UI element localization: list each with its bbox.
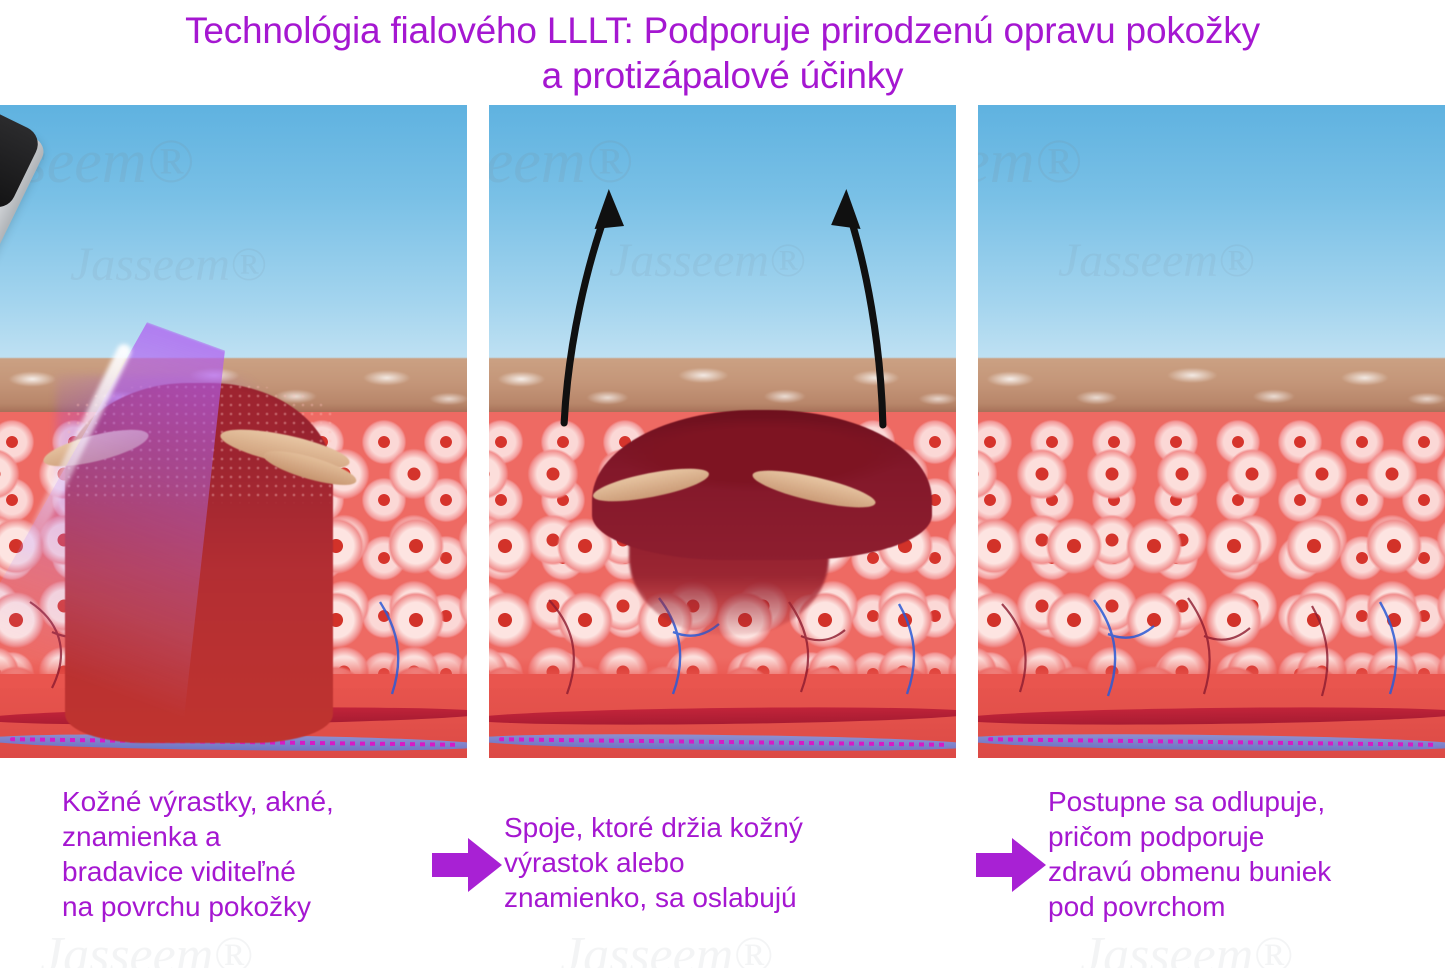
panel-strip: Jasseem® Jasseem® Jasseem® xyxy=(0,105,1445,758)
device-display: 60 xyxy=(0,105,44,214)
caption-text-2: Spoje, ktoré držia kožný výrastok alebo … xyxy=(504,812,803,913)
lllt-device: 60 xyxy=(0,105,62,387)
step-arrow-icon-2 xyxy=(976,838,1046,892)
panel-2-loosening: Jasseem® Jasseem® Jasseem® xyxy=(489,105,956,758)
page-title: Technológia fialového LLLT: Podporuje pr… xyxy=(185,10,1260,96)
caption-block-3: Postupne sa odlupuje, pričom podporuje z… xyxy=(1048,772,1445,924)
caption-row: Kožné výrastky, akné, znamienka a bradav… xyxy=(0,772,1445,968)
capillary-network-icon xyxy=(1001,597,1398,697)
stratum-corneum-layer xyxy=(978,358,1445,420)
panel-3-healed: Jasseem® Jasseem® Jasseem® xyxy=(978,105,1445,758)
watermark: Jasseem® xyxy=(1058,234,1255,287)
caption-text-1: Kožné výrastky, akné, znamienka a bradav… xyxy=(62,786,334,922)
skin-cross-section xyxy=(978,358,1445,758)
panel-divider xyxy=(956,105,978,758)
watermark: Jasseem® xyxy=(70,238,267,291)
panel-1-treatment: Jasseem® Jasseem® Jasseem® xyxy=(0,105,467,758)
caption-block-2: Spoje, ktoré držia kožný výrastok alebo … xyxy=(504,772,974,915)
device-body: 60 xyxy=(0,105,49,352)
lift-arrows-icon xyxy=(560,189,887,429)
panel-divider xyxy=(467,105,489,758)
device-display-value: 60 xyxy=(0,105,1,126)
step-arrow-icon-1 xyxy=(432,838,502,892)
watermark: Jasseem® xyxy=(978,128,1082,196)
caption-block-1: Kožné výrastky, akné, znamienka a bradav… xyxy=(0,772,430,924)
caption-text-3: Postupne sa odlupuje, pričom podporuje z… xyxy=(1048,786,1332,922)
